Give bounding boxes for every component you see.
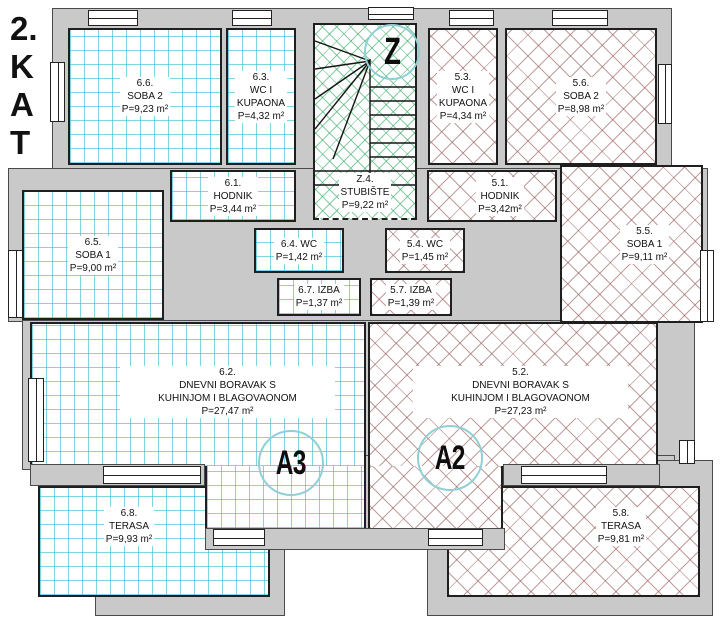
- window: [368, 7, 414, 20]
- floor-number: 2.: [10, 10, 38, 47]
- room-6-2-extension: [205, 466, 366, 530]
- window: [679, 440, 695, 464]
- staircase-drawing: [314, 40, 415, 186]
- floor-letter: T: [10, 124, 31, 161]
- window: [28, 378, 44, 462]
- terrace-door: [521, 466, 607, 484]
- window: [8, 250, 23, 318]
- window: [552, 10, 608, 26]
- window: [658, 64, 672, 124]
- window: [700, 250, 714, 322]
- terrace-door: [103, 466, 201, 484]
- window: [50, 62, 65, 122]
- window: [88, 10, 138, 26]
- stair-badge: Z: [364, 24, 420, 80]
- window: [428, 529, 483, 546]
- window: [232, 10, 272, 26]
- floor-letter: A: [10, 86, 34, 123]
- unit-a3-badge: A3: [258, 430, 324, 496]
- window: [213, 529, 265, 546]
- window: [449, 10, 494, 26]
- floor-letter: K: [10, 48, 34, 85]
- floor-title: 2. K A T: [10, 12, 38, 159]
- unit-a2-badge: A2: [417, 425, 483, 491]
